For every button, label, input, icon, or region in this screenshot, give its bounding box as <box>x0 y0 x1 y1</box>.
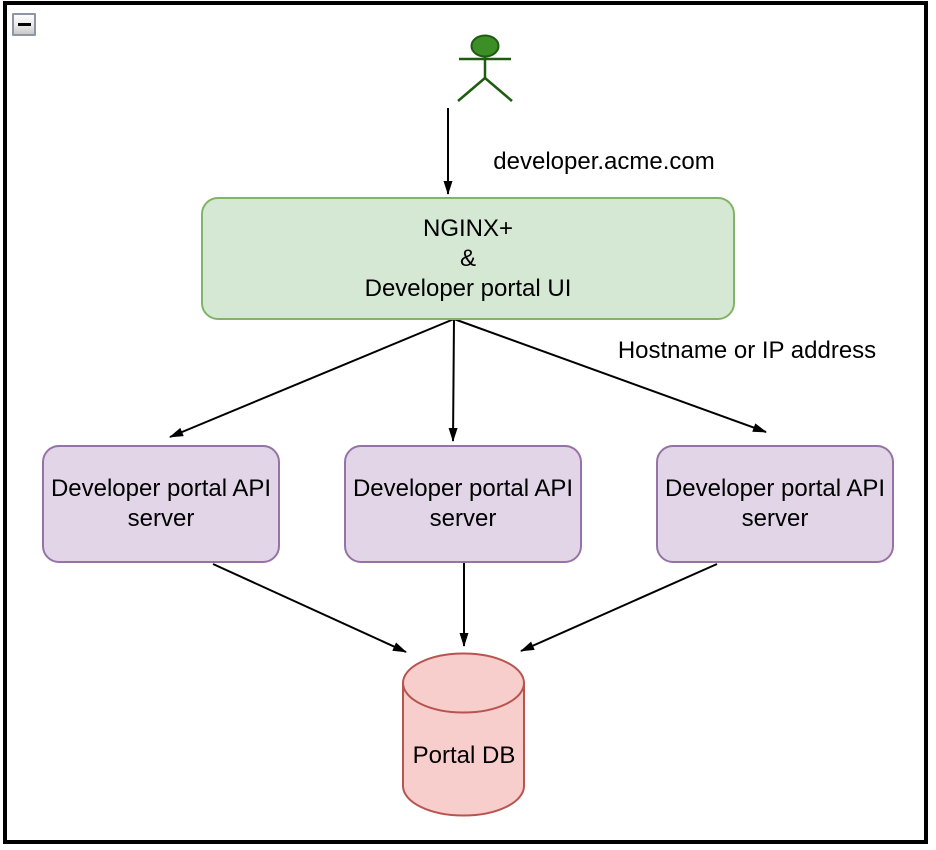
edge-label-domain: developer.acme.com <box>493 148 715 175</box>
diagram-frame <box>3 1 928 844</box>
node-nginx-line3: Developer portal UI <box>364 274 572 302</box>
node-api-center-line1: Developer portal API <box>352 475 574 502</box>
minus-icon <box>17 23 31 26</box>
node-api-right-line2: server <box>741 505 809 532</box>
node-api-center-line2: server <box>429 505 497 532</box>
node-api-server-right: Developer portal API server <box>656 445 894 563</box>
node-nginx-line2: & <box>459 244 476 272</box>
node-api-server-center: Developer portal API server <box>344 445 582 563</box>
node-api-left-line2: server <box>127 505 195 532</box>
node-nginx-portal-ui: NGINX+ & Developer portal UI <box>201 197 735 320</box>
node-nginx-line1: NGINX+ <box>422 214 514 242</box>
collapse-button[interactable] <box>12 13 36 36</box>
node-api-server-left: Developer portal API server <box>42 445 280 563</box>
node-db-label: Portal DB <box>412 742 516 769</box>
node-api-left-line1: Developer portal API <box>50 475 272 502</box>
node-api-right-line1: Developer portal API <box>664 475 886 502</box>
edge-label-hostname: Hostname or IP address <box>617 337 877 364</box>
